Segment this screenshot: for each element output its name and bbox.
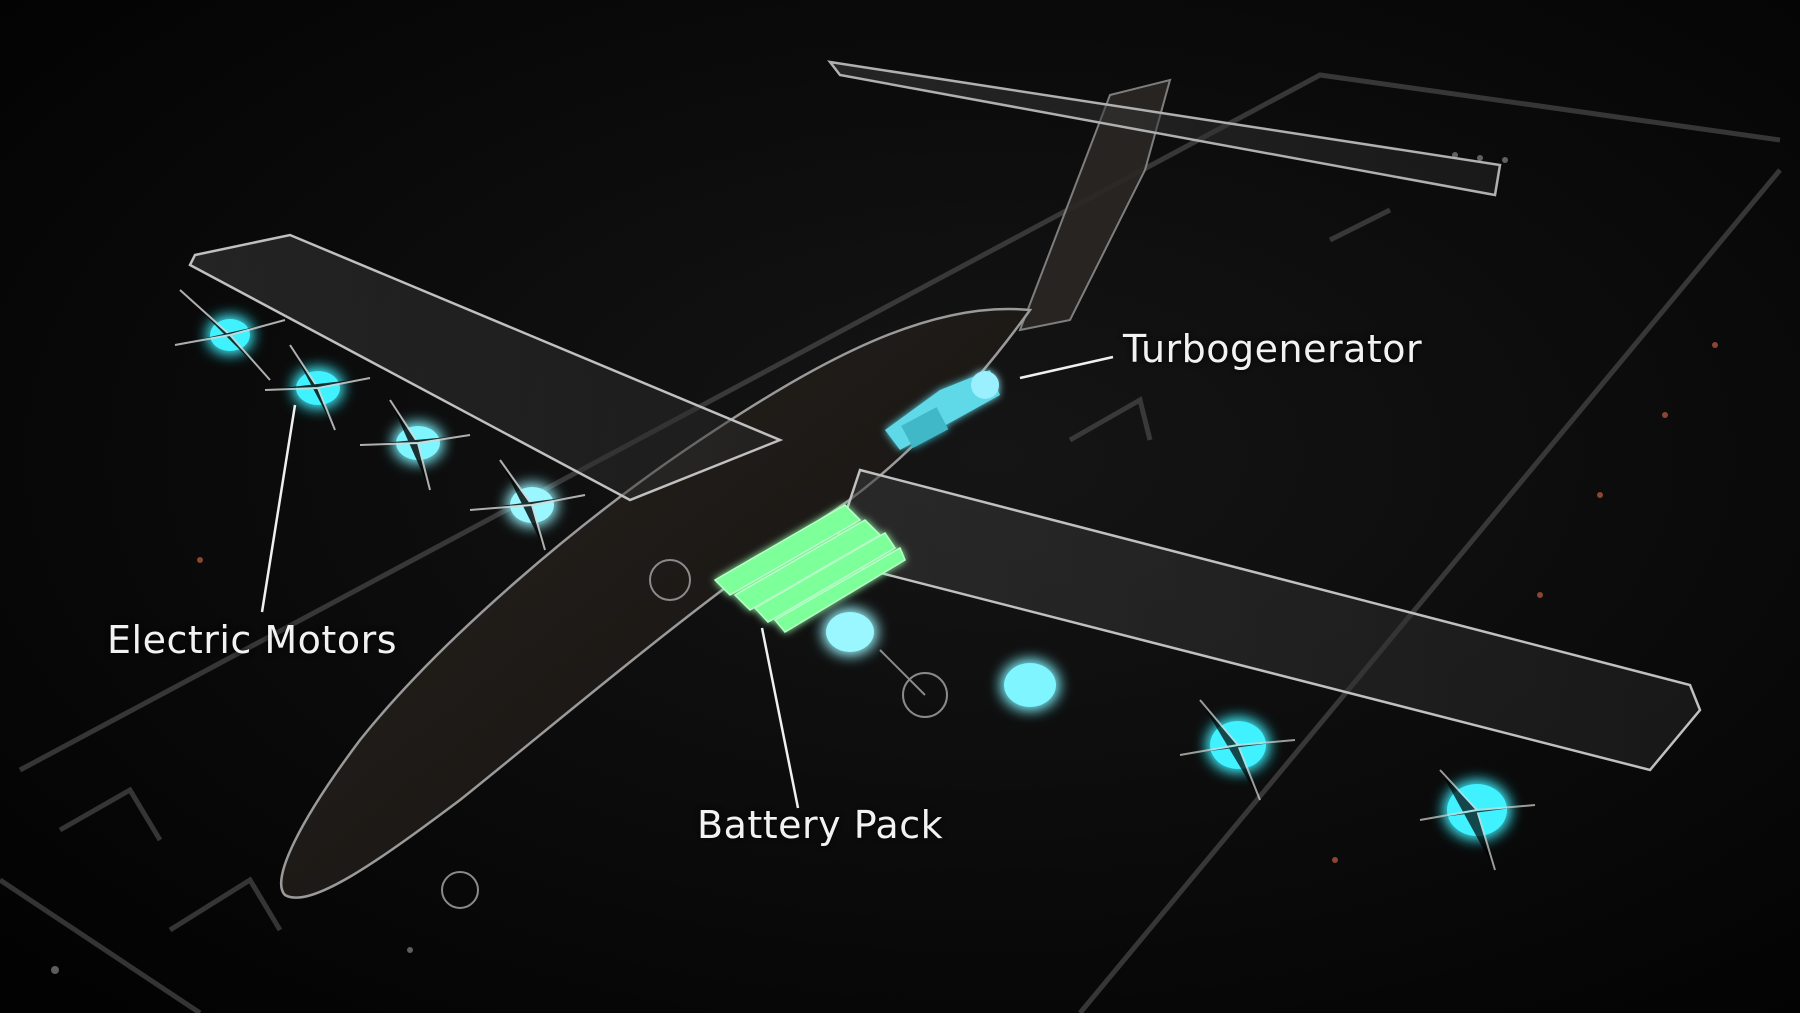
battery-pack-label: Battery Pack <box>697 803 944 847</box>
battery-pack-leader <box>760 627 800 809</box>
horizontal-stabilizer <box>827 60 1502 197</box>
runway-lights <box>197 342 1718 863</box>
electric-motor-icon <box>1004 663 1056 707</box>
right-propellers <box>1179 699 1536 871</box>
battery-pack-icon <box>713 504 906 633</box>
electric-motors-leader <box>260 404 297 613</box>
left-propellers <box>174 289 586 551</box>
vertical-stabilizer <box>1018 78 1172 332</box>
turbogenerator-label: Turbogenerator <box>1123 327 1423 371</box>
runway-markers <box>51 152 1508 974</box>
landing-gear <box>441 559 948 909</box>
electric-motors-label: Electric Motors <box>107 618 397 662</box>
turbogenerator-icon <box>885 370 1000 450</box>
turbogenerator-leader <box>1019 355 1114 380</box>
left-wing <box>188 233 784 502</box>
electric-motor-icon <box>826 612 874 652</box>
callout-lines <box>260 355 1114 809</box>
runway-outline <box>0 72 1782 1013</box>
